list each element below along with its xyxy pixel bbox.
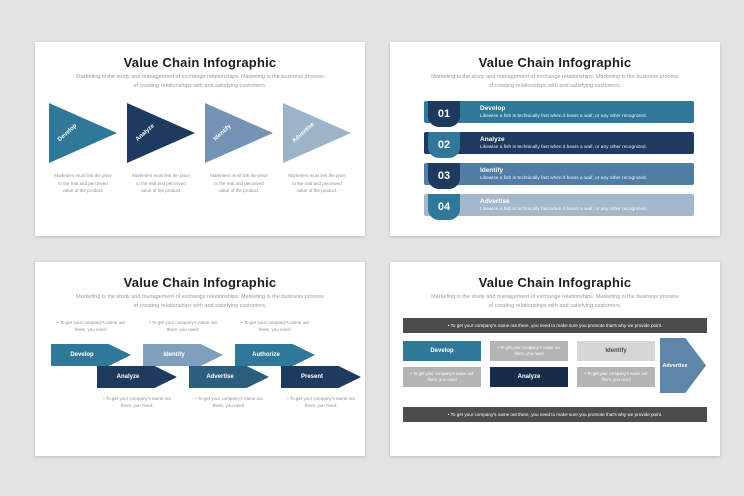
slide-2-title: Value Chain Infographic (478, 55, 632, 70)
flow-note: • To get your company's name out there, … (57, 320, 125, 332)
matrix-grid: Develop • To get your company's name out… (403, 338, 707, 399)
slide-4-card[interactable]: Value Chain Infographic Marketing is the… (390, 262, 720, 456)
triangle-label: Identify (212, 123, 233, 143)
banner-number-badge: 02 (428, 132, 460, 159)
triangle-shape: Advertise (283, 103, 351, 164)
banner-desc: Likewise a fish is technically fast when… (480, 206, 647, 212)
banner-bar: Develop Likewise a fish is technically f… (424, 101, 694, 124)
slide-1-card[interactable]: Value Chain Infographic Marketing is the… (35, 42, 365, 236)
banner-title: Analyze (480, 136, 505, 144)
banner-desc: Likewise a fish is technically fast when… (480, 144, 647, 150)
flow-note: • To get your company's name out there, … (149, 320, 217, 332)
note-box: • To get your company's name out there, … (490, 341, 568, 362)
triangle-desc: Marketers must link the price to the rea… (132, 173, 190, 194)
flow-arrow-advertise: Advertise (189, 366, 269, 389)
slide-3-card[interactable]: Value Chain Infographic Marketing is the… (35, 262, 365, 456)
triangle-shape: Analyze (127, 103, 195, 164)
banner-title: Advertise (480, 198, 510, 206)
banner-row-analyze: 02 Analyze Likewise a fish is technicall… (414, 132, 694, 159)
bottom-statement-bar: • To get your company's name out there, … (403, 407, 707, 423)
triangle-step-analyze: Analyze Marketers must link the price to… (127, 103, 195, 195)
slide-2-subtitle: Marketing is the study and management of… (431, 74, 679, 89)
banner-bar: Analyze Likewise a fish is technically f… (424, 132, 694, 155)
banner-bar: Advertise Likewise a fish is technically… (424, 194, 694, 217)
matrix-body: • To get your company's name out there, … (390, 318, 720, 423)
banner-row-identify: 03 Identify Likewise a fish is technical… (414, 163, 694, 190)
flow-arrow-identify: Identify (143, 344, 223, 367)
banner-desc: Likewise a fish is technically fast when… (480, 175, 647, 181)
flow-note: • To get your company's name out there, … (103, 396, 171, 408)
banner-desc: Likewise a fish is technically fast when… (480, 113, 647, 119)
banner-bar: Identify Likewise a fish is technically … (424, 163, 694, 186)
banner-number-badge: 03 (428, 163, 460, 190)
triangle-label: Advertise (291, 121, 316, 145)
slide-4-subtitle: Marketing is the study and management of… (431, 294, 679, 309)
flow-note: • To get your company's name out there, … (241, 320, 309, 332)
box-identify: Identify (577, 341, 655, 362)
triangle-step-advertise: Advertise Marketers must link the price … (283, 103, 351, 195)
banner-number-badge: 04 (428, 194, 460, 221)
slide-1-title: Value Chain Infographic (123, 55, 277, 70)
note-box: • To get your company's name out there, … (577, 367, 655, 388)
banner-title: Identify (480, 167, 504, 175)
triangle-shape: Develop (49, 103, 117, 164)
chevron-flow: • To get your company's name out there, … (35, 318, 365, 434)
flow-arrow-analyze: Analyze (97, 366, 177, 389)
slide-3-title: Value Chain Infographic (123, 275, 277, 290)
triangle-desc: Marketers must link the price to the rea… (54, 173, 112, 194)
triangle-desc: Marketers must link the price to the rea… (288, 173, 346, 194)
banner-list: 01 Develop Likewise a fish is technicall… (390, 101, 720, 221)
top-statement-bar: • To get your company's name out there, … (403, 318, 707, 334)
banner-title: Develop (480, 105, 506, 113)
banner-number-badge: 01 (428, 101, 460, 128)
flow-note: • To get your company's name out there, … (195, 396, 263, 408)
triangle-step-develop: Develop Marketers must link the price to… (49, 103, 117, 195)
box-analyze: Analyze (490, 367, 568, 388)
flow-arrow-present: Present (281, 366, 361, 389)
advertise-arrow: Advertise (660, 338, 706, 394)
flow-note: • To get your company's name out there, … (287, 396, 355, 408)
flow-arrow-authorize: Authorize (235, 344, 315, 367)
slide-1-subtitle: Marketing is the study and management of… (76, 74, 324, 89)
note-box: • To get your company's name out there, … (403, 367, 481, 388)
box-develop: Develop (403, 341, 481, 362)
triangle-steps: Develop Marketers must link the price to… (35, 103, 365, 195)
slide-3-subtitle: Marketing is the study and management of… (76, 294, 324, 309)
triangle-label: Develop (56, 122, 79, 144)
triangle-label: Analyze (134, 123, 156, 143)
triangle-shape: Identify (205, 103, 273, 164)
slide-2-card[interactable]: Value Chain Infographic Marketing is the… (390, 42, 720, 236)
triangle-desc: Marketers must link the price to the rea… (210, 173, 268, 194)
banner-row-develop: 01 Develop Likewise a fish is technicall… (414, 101, 694, 128)
flow-arrow-develop: Develop (51, 344, 131, 367)
triangle-step-identify: Identify Marketers must link the price t… (205, 103, 273, 195)
banner-row-advertise: 04 Advertise Likewise a fish is technica… (414, 194, 694, 221)
slide-4-title: Value Chain Infographic (478, 275, 632, 290)
